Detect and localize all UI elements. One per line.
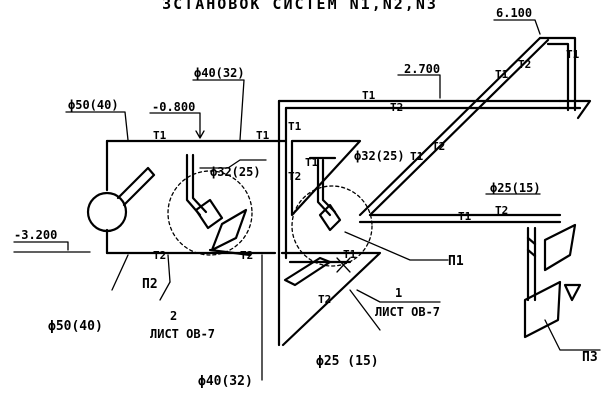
label-p2: П2	[142, 277, 158, 292]
tag-t2: T2	[153, 249, 166, 262]
tag-t2: T2	[432, 140, 445, 153]
label-phi40-32-top: ϕ40(32)	[194, 66, 245, 80]
label-phi32-25-right: ϕ32(25)	[354, 149, 405, 163]
tag-t1: T1	[305, 156, 319, 169]
label-phi50-40-bottom: ϕ50(40)	[48, 319, 103, 334]
label-sheet-1-text: ЛИСТ ОВ-7	[375, 305, 440, 319]
tag-t1: T1	[566, 48, 580, 61]
tag-t1: T1	[458, 210, 472, 223]
label-sheet-2-number: 2	[170, 309, 177, 323]
tag-t1: T1	[288, 120, 302, 133]
label-phi40-32-bottom: ϕ40(32)	[198, 374, 253, 389]
label-elev-minus-3200: -3.200	[14, 228, 57, 242]
p3-group	[523, 223, 601, 351]
tag-t1: T1	[256, 129, 270, 142]
label-sheet-1-number: 1	[395, 286, 402, 300]
label-phi32-25-left: ϕ32(25)	[210, 165, 261, 179]
label-elev-6100: 6.100	[496, 6, 532, 20]
label-sheet-2-text: ЛИСТ ОВ-7	[150, 327, 215, 341]
boiler-symbol	[86, 191, 128, 233]
tag-t2: T2	[318, 293, 331, 306]
left-loop	[13, 79, 287, 301]
tag-t1: T1	[410, 150, 424, 163]
label-elev-2700: 2.700	[404, 62, 440, 76]
tag-t2: T2	[240, 249, 253, 262]
tag-t1: T1	[153, 129, 167, 142]
central-network	[261, 19, 592, 381]
tag-t1: T1	[495, 68, 509, 81]
tag-t2: T2	[288, 170, 301, 183]
tag-t2: T2	[390, 101, 403, 114]
label-phi25-15-bottom: ϕ25 (15)	[316, 354, 379, 369]
diagram-title: ЗCTAHOBOK CИCTEM N1,N2,N3	[162, 0, 438, 13]
label-phi25-15-right: ϕ25(15)	[490, 181, 541, 195]
label-elev-minus-0800: -0.800	[152, 100, 195, 114]
tag-t2: T2	[495, 204, 508, 217]
label-p1: П1	[448, 254, 464, 269]
label-phi50-40-top: ϕ50(40)	[68, 98, 119, 112]
label-p3: П3	[582, 350, 598, 365]
tag-t2: T2	[518, 58, 531, 71]
tag-t1: T1	[362, 89, 376, 102]
tag-t1: T1	[343, 248, 357, 261]
